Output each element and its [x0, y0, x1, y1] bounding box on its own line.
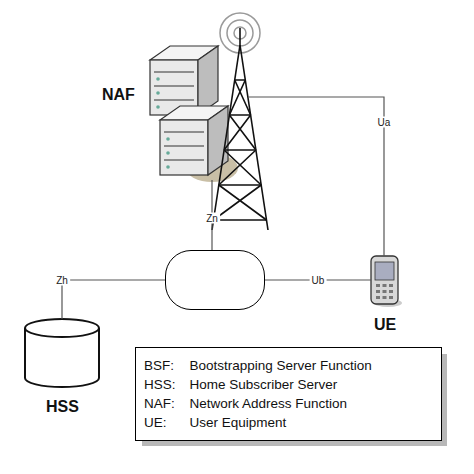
- legend-abbreviation: UE:: [144, 415, 176, 431]
- interface-label: Ub: [310, 275, 327, 286]
- node-label: NAF: [102, 86, 135, 104]
- server-rack: [160, 106, 228, 175]
- mobile-phone: [371, 256, 402, 307]
- connector: [248, 97, 384, 256]
- radio-tower: [212, 28, 268, 230]
- legend-description: Network Address Function: [190, 396, 433, 412]
- legend-description: User Equipment: [190, 415, 433, 431]
- database-cylinder: [25, 319, 99, 387]
- connector: [62, 280, 165, 319]
- bsf-box: [165, 250, 265, 310]
- legend-description: Bootstrapping Server Function: [190, 358, 433, 374]
- legend-abbreviation: NAF:: [144, 396, 176, 412]
- node-label: HSS: [15, 398, 110, 416]
- legend-abbreviation: HSS:: [144, 377, 176, 393]
- phone-node: UE: [362, 250, 408, 340]
- legend-box: BSF: Bootstrapping Server FunctionHSS: Hom…: [135, 347, 442, 441]
- interface-label: Zh: [54, 275, 70, 286]
- database-node: HSS: [15, 318, 110, 422]
- server-rack: [150, 46, 218, 115]
- interface-label: Zn: [204, 213, 220, 224]
- legend-description: Home Subscriber Server: [190, 377, 433, 393]
- node-label: UE: [362, 316, 408, 334]
- server-node: NAF: [100, 8, 278, 233]
- legend-abbreviation: BSF:: [144, 358, 176, 374]
- interface-label: Ua: [376, 117, 393, 128]
